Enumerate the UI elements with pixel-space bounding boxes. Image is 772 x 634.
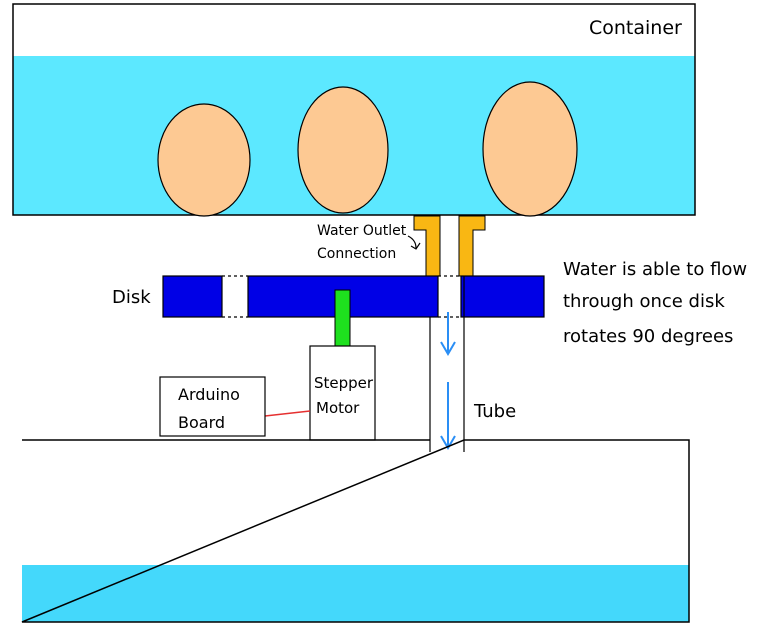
tube (429, 276, 465, 452)
arduino-motor-wire (264, 410, 311, 417)
arduino-board: Arduino Board (159, 376, 266, 437)
flow-note-line1: Water is able to flow (563, 259, 747, 280)
stepper-motor-label-line2: Motor (316, 399, 360, 417)
flow-arrow-upper (440, 312, 456, 356)
motor-shaft (334, 289, 351, 347)
arduino-board-label-line2: Board (178, 413, 225, 432)
egg-3 (482, 81, 578, 217)
tube-label: Tube (473, 401, 516, 422)
flow-note-line3: rotates 90 degrees (563, 326, 733, 347)
water-outlet-label-line2: Connection (317, 246, 396, 262)
bottom-container-outline (21, 439, 690, 623)
disk-segment-right (460, 275, 545, 318)
egg-1 (157, 103, 251, 217)
top-container: Container (12, 3, 696, 217)
stepper-motor-label-line1: Stepper (314, 374, 374, 392)
container-outline (12, 3, 696, 216)
disk (162, 275, 545, 318)
disk-segment-left (162, 275, 223, 318)
arduino-board-label-line1: Arduino (178, 385, 240, 404)
outlet-pointer-arrow (407, 235, 421, 250)
stepper-motor: Stepper Motor (309, 345, 376, 441)
water-outlet-label-line1: Water Outlet (317, 223, 407, 239)
disk-label: Disk (112, 287, 151, 308)
flow-note-line2: through once disk (563, 291, 725, 312)
bottom-container-water (22, 565, 689, 622)
bottom-container (21, 439, 690, 623)
container-label: Container (589, 17, 682, 39)
water-outlet-connection (413, 215, 486, 277)
flow-arrow-lower (440, 382, 456, 450)
outlet-right-half (458, 215, 486, 277)
stepper-motor-box (309, 345, 376, 441)
egg-2 (297, 86, 389, 214)
arduino-board-box (159, 376, 266, 437)
